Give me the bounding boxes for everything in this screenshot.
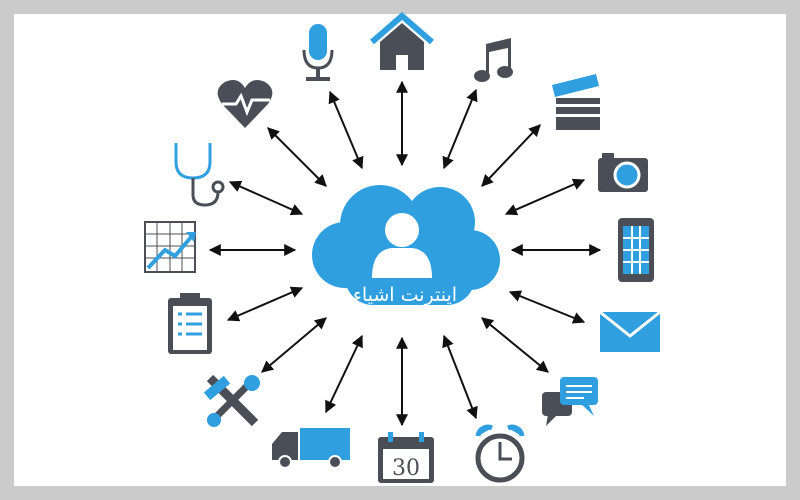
microphone-icon xyxy=(302,24,334,81)
growth-chart-icon xyxy=(144,221,196,273)
bidirectional-arrow xyxy=(504,178,586,216)
truck-icon xyxy=(272,428,350,469)
bidirectional-arrow xyxy=(228,180,304,216)
bidirectional-arrow xyxy=(261,317,327,373)
house-icon xyxy=(370,12,434,70)
smartphone-icon xyxy=(618,218,654,282)
bidirectional-arrow xyxy=(267,127,327,187)
clipboard-icon xyxy=(168,293,212,354)
heart-rate-icon xyxy=(217,80,273,128)
bidirectional-arrow xyxy=(442,88,478,170)
music-note-icon xyxy=(474,38,513,82)
chat-bubbles-icon xyxy=(542,377,598,426)
bidirectional-arrow xyxy=(481,124,541,187)
calendar-day: 30 xyxy=(392,456,420,481)
tools-icon xyxy=(203,374,260,427)
bidirectional-arrow xyxy=(481,317,549,373)
user-icon xyxy=(372,213,432,278)
bidirectional-arrow xyxy=(508,290,586,324)
camera-icon xyxy=(598,153,648,192)
bidirectional-arrow xyxy=(442,334,478,420)
clapperboard-icon xyxy=(552,74,600,130)
cloud-title: اینترنت اشیاء xyxy=(352,284,458,306)
bidirectional-arrow xyxy=(325,334,363,414)
stethoscope-icon xyxy=(174,143,225,207)
alarm-clock-icon xyxy=(475,424,525,483)
bidirectional-arrow xyxy=(328,90,364,170)
bidirectional-arrow xyxy=(226,286,304,322)
envelope-icon xyxy=(599,310,661,352)
calendar-icon: 30 xyxy=(378,432,434,483)
